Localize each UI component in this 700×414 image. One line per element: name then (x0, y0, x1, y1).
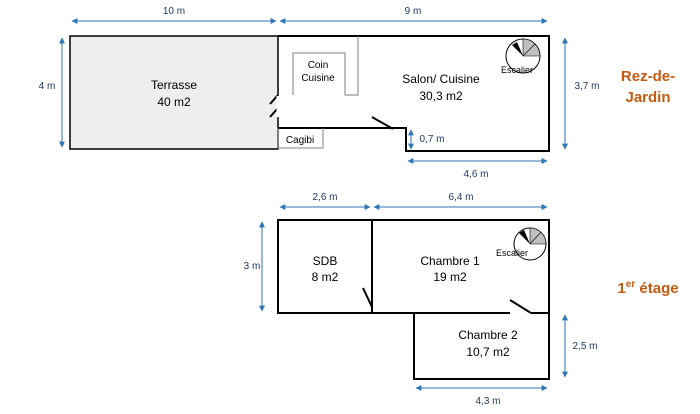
inner-door (371, 116, 394, 130)
living-area: 30,3 m2 (419, 89, 463, 103)
bathroom-area: 8 m2 (312, 270, 339, 284)
dim-bed2-height: 2,5 m (572, 341, 597, 352)
stairs-label: Escalier (501, 65, 533, 75)
first-level-label: 1er étage (617, 279, 678, 297)
storage-walls (277, 128, 324, 149)
living-room-walls (278, 35, 550, 152)
dim-bed2-width: 4,3 m (475, 396, 500, 407)
bedroom2-door (509, 299, 532, 314)
dim-bed1-width: 6,4 m (448, 192, 473, 203)
terrace-area: 40 m2 (157, 95, 191, 109)
dim-living-height: 3,7 m (574, 81, 599, 92)
kitchen-corner-line1: Coin (308, 60, 329, 71)
kitchen-corner-line2: Cuisine (301, 73, 335, 84)
storage-name: Cagibi (286, 135, 314, 146)
first-floor: SDB 8 m2 Chambre 1 19 m2 Chambre 2 10,7 … (244, 192, 679, 407)
ground-floor: Terrasse 40 m2 Coin Cuisine Cagibi Salon… (39, 6, 675, 180)
dim-step: 0,7 m (419, 134, 444, 145)
stairs-icon (505, 38, 541, 74)
kitchen-corner-walls (292, 36, 359, 96)
bathroom-name: SDB (313, 254, 338, 268)
terrace-room (69, 35, 279, 150)
terrace-name: Terrasse (151, 78, 197, 92)
stairs-label-first: Escalier (496, 248, 528, 258)
bedroom2-area: 10,7 m2 (466, 345, 510, 359)
first-level-sup: er (626, 279, 636, 290)
dim-terrace-width: 10 m (163, 6, 185, 17)
dim-terrace-height: 4 m (39, 81, 56, 92)
first-level-rest: étage (635, 280, 678, 297)
stairs-icon (513, 227, 547, 261)
bathroom-door (362, 287, 373, 308)
ground-level-label-2: Jardin (625, 89, 670, 106)
first-level-number: 1 (617, 280, 625, 297)
first-floor-walls (277, 219, 550, 380)
bedroom1-name: Chambre 1 (420, 254, 480, 268)
bedroom2-name: Chambre 2 (458, 328, 518, 342)
dim-bottom-width: 4,6 m (463, 169, 488, 180)
living-name: Salon/ Cuisine (402, 72, 480, 86)
bedroom1-area: 19 m2 (433, 270, 467, 284)
dim-first-height: 3 m (244, 261, 261, 272)
dim-bath-width: 2,6 m (312, 192, 337, 203)
ground-level-label-1: Rez-de- (621, 68, 675, 85)
dim-living-width: 9 m (405, 6, 422, 17)
